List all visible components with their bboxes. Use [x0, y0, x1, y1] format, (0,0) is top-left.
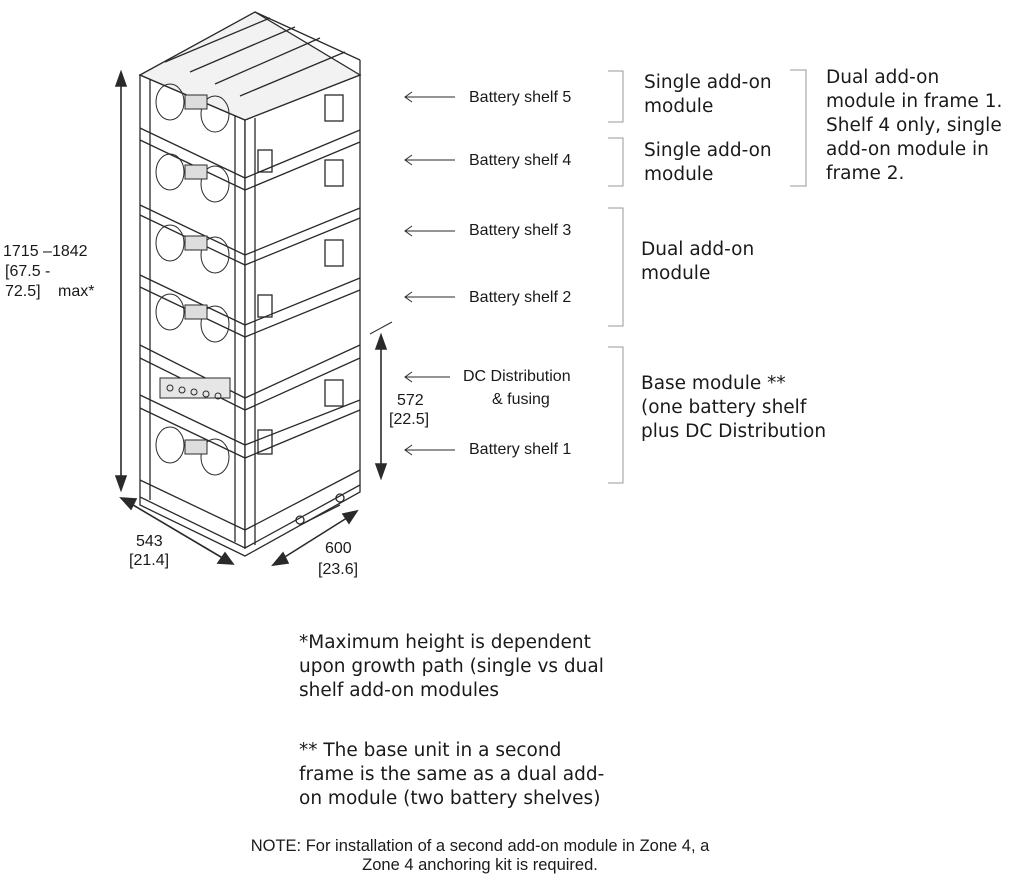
- dual-addon-line-2: module: [641, 263, 711, 284]
- max-height-note-line-3: shelf add-on modules: [299, 680, 500, 701]
- base-dimension-in: [22.5]: [389, 411, 430, 428]
- single-addon-module-2: Single add-on module: [644, 139, 772, 187]
- installation-note-line-2: Zone 4 anchoring kit is required.: [362, 856, 598, 874]
- base-dimension-mm: 572: [397, 392, 424, 409]
- width-dimension-in: [21.4]: [129, 552, 170, 569]
- base-module-line-3: plus DC Distribution: [641, 421, 827, 442]
- max-height-note-line-2: upon growth path (single vs dual: [299, 656, 604, 677]
- shelf-1-label: Battery shelf 1: [469, 441, 572, 458]
- base-module-line-2: (one battery shelf: [641, 397, 807, 418]
- base-unit-note-line-3: on module (two battery shelves): [299, 788, 601, 809]
- dual-frame-line-1: Dual add-on: [826, 67, 940, 88]
- depth-dimension-in: [23.6]: [318, 561, 359, 578]
- height-dimension-in-b: 72.5]: [5, 283, 41, 300]
- single-addon-1-line-1: Single add-on: [644, 72, 772, 93]
- base-unit-note-line-1: ** The base unit in a second: [299, 740, 562, 761]
- shelf-2-label: Battery shelf 2: [469, 289, 572, 306]
- height-dimension-mm: 1715 –1842: [3, 243, 88, 260]
- installation-note-line-1: NOTE: For installation of a second add-o…: [250, 837, 710, 855]
- dual-addon-frame-note: Dual add-on module in frame 1. Shelf 4 o…: [826, 66, 1002, 186]
- height-dimension-max: max*: [58, 283, 95, 300]
- single-addon-module-1: Single add-on module: [644, 71, 772, 119]
- base-module: Base module ** (one battery shelf plus D…: [641, 372, 826, 444]
- width-dimension-mm: 543: [136, 533, 163, 550]
- base-unit-note: ** The base unit in a second frame is th…: [299, 739, 604, 811]
- dual-frame-line-4: add-on module in: [826, 139, 989, 160]
- dc-fusing-label: & fusing: [492, 391, 550, 408]
- installation-note: NOTE: For installation of a second add-o…: [180, 837, 780, 875]
- max-height-note: *Maximum height is dependent upon growth…: [299, 631, 604, 703]
- shelf-3-label: Battery shelf 3: [469, 222, 572, 239]
- shelf-5-label: Battery shelf 5: [469, 89, 572, 106]
- base-module-line-1: Base module **: [641, 373, 786, 394]
- dual-frame-line-5: frame 2.: [826, 163, 905, 184]
- dc-distribution-label: DC Distribution: [463, 368, 571, 385]
- dual-addon-line-1: Dual add-on: [641, 239, 755, 260]
- depth-dimension-mm: 600: [325, 540, 352, 557]
- single-addon-2-line-2: module: [644, 164, 714, 185]
- single-addon-2-line-1: Single add-on: [644, 140, 772, 161]
- height-dimension-in-a: [67.5 -: [5, 263, 51, 280]
- dual-addon-module: Dual add-on module: [641, 238, 754, 286]
- single-addon-1-line-2: module: [644, 96, 714, 117]
- base-unit-note-line-2: frame is the same as a dual add-: [299, 764, 605, 785]
- dual-frame-line-3: Shelf 4 only, single: [826, 115, 1002, 136]
- dual-frame-line-2: module in frame 1.: [826, 91, 1003, 112]
- max-height-note-line-1: *Maximum height is dependent: [299, 632, 591, 653]
- shelf-4-label: Battery shelf 4: [469, 152, 572, 169]
